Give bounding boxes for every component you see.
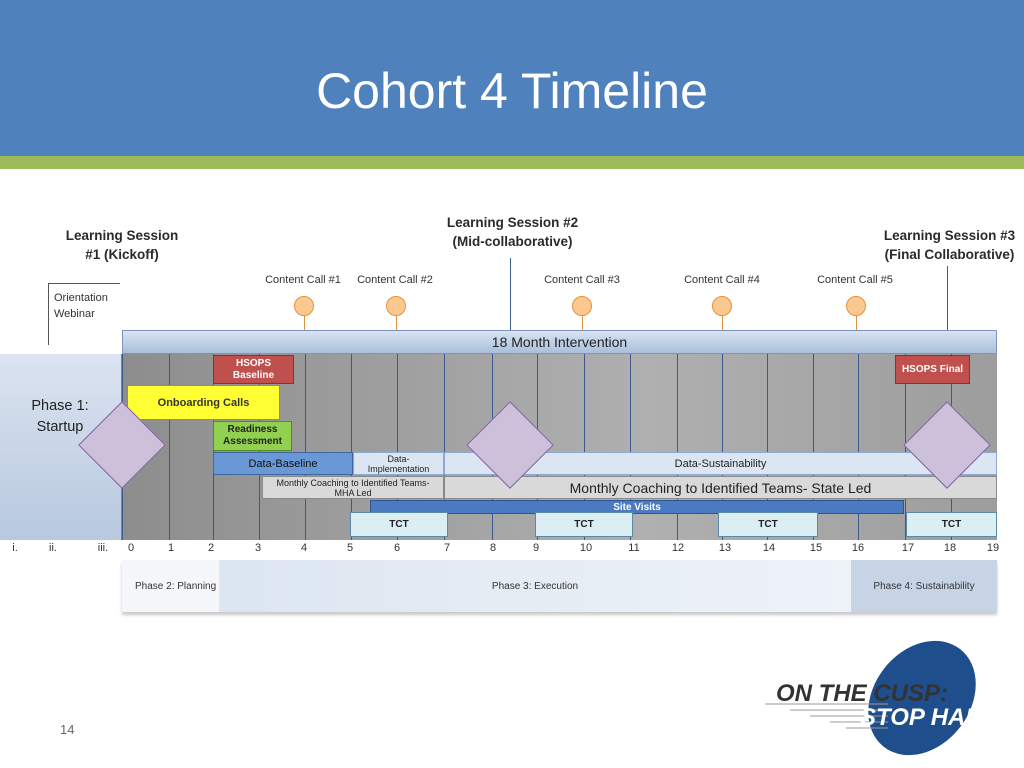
slide-title: Cohort 4 Timeline [316, 63, 708, 119]
logo-text-line2: STOP HAI [860, 704, 973, 731]
axis-tick: 1 [167, 542, 175, 554]
title-bar [0, 0, 1024, 156]
learning-session-2-line1: Learning Session #2 [446, 215, 579, 230]
learning-session-1-line2: #1 (Kickoff) [85, 247, 159, 262]
content-call-1-label: Content Call #1 [265, 274, 341, 286]
content-call-4-stem [722, 306, 723, 352]
content-call-3-label: Content Call #3 [544, 274, 620, 286]
phase-1-label: Phase 1: Startup [10, 396, 110, 438]
phase-3-execution: Phase 3: Execution [219, 560, 851, 612]
onboarding-calls-bar: Onboarding Calls [127, 385, 280, 420]
learning-session-2-label: Learning Session #2 (Mid-collaborative) [430, 213, 595, 251]
hsops-baseline-line2: Baseline [232, 369, 275, 381]
coaching-mha-bar: Monthly Coaching to Identified Teams-MHA… [262, 476, 444, 499]
grid-line [584, 354, 585, 540]
grid-line [813, 354, 814, 540]
content-call-3-marker [572, 296, 592, 316]
orientation-webinar: Orientation Webinar [48, 283, 120, 345]
learning-session-1-label: Learning Session #1 (Kickoff) [52, 226, 192, 264]
coaching-state-bar: Monthly Coaching to Identified Teams- St… [444, 476, 997, 499]
axis-tick: 15 [809, 542, 823, 554]
grid-line [305, 354, 306, 540]
axis-tick: 7 [443, 542, 451, 554]
logo-graphic [765, 640, 976, 756]
axis-tick: 17 [901, 542, 915, 554]
page-number: 14 [60, 722, 75, 737]
axis-tick: 2 [207, 542, 215, 554]
learning-session-3-line2: (Final Collaborative) [884, 247, 1015, 262]
content-call-4-marker [712, 296, 732, 316]
axis-tick: 11 [628, 542, 640, 554]
accent-rule [0, 156, 1024, 169]
grid-line [169, 354, 170, 540]
readiness-line2: Assessment [223, 436, 282, 447]
axis-tick: 18 [943, 542, 957, 554]
phase-1-line2: Startup [36, 419, 84, 435]
grid-line [677, 354, 678, 540]
hsops-baseline-line1: HSOPS [235, 357, 271, 369]
axis-tick: 19 [986, 542, 1000, 554]
axis-tick: i. [12, 542, 18, 554]
tct-bar-2: TCT [535, 512, 633, 537]
tct-bar-3: TCT [718, 512, 818, 537]
grid-line [767, 354, 768, 540]
grid-line [351, 354, 352, 540]
content-call-4-label: Content Call #4 [684, 274, 760, 286]
axis-tick: 5 [346, 542, 354, 554]
axis-tick: 14 [762, 542, 776, 554]
axis-tick: 16 [851, 542, 865, 554]
coaching-mha-line1: Monthly Coaching to Identified Teams- [276, 477, 430, 488]
axis-tick: 4 [300, 542, 308, 554]
axis-tick: 0 [127, 542, 135, 554]
axis-tick: 8 [489, 542, 497, 554]
phase-4-sustainability: Phase 4: Sustainability [851, 560, 997, 612]
tct-bar-1: TCT [350, 512, 448, 537]
data-implementation-bar: Data-Implementation [353, 452, 444, 475]
grid-line [722, 354, 723, 540]
grid-line [397, 354, 398, 540]
content-call-5-marker [846, 296, 866, 316]
axis-tick: 6 [393, 542, 401, 554]
data-baseline-bar: Data-Baseline [213, 452, 353, 475]
grid-line [444, 354, 445, 540]
tct-bar-4: TCT [906, 512, 997, 537]
orientation-line1: Orientation [54, 292, 108, 304]
learning-session-1-line1: Learning Session [65, 228, 179, 243]
learning-session-3-line1: Learning Session #3 [883, 228, 1016, 243]
axis-tick: 13 [718, 542, 732, 554]
data-impl-line1: Data- [387, 453, 410, 464]
content-call-5-label: Content Call #5 [817, 274, 893, 286]
logo-text-line1: ON THE CUSP: [776, 680, 949, 707]
phase-2-planning: Phase 2: Planning [122, 560, 219, 612]
data-sustainability-bar: Data-Sustainability [444, 452, 997, 475]
axis-tick: 3 [254, 542, 262, 554]
learning-session-2-line2: (Mid-collaborative) [452, 234, 573, 249]
content-call-2-label: Content Call #2 [357, 274, 433, 286]
content-call-5-stem [856, 306, 857, 352]
hsops-final-bar: HSOPS Final [895, 355, 970, 384]
grid-line [858, 354, 859, 540]
axis-tick: iii. [97, 542, 109, 554]
learning-session-3-label: Learning Session #3 (Final Collaborative… [872, 226, 1024, 264]
phase-1-line1: Phase 1: [31, 398, 89, 414]
axis-tick: 12 [671, 542, 685, 554]
readiness-line1: Readiness [227, 424, 278, 435]
on-the-cusp-logo: ON THE CUSP: STOP HAI [760, 640, 1000, 758]
content-call-1-marker [294, 296, 314, 316]
site-visits-bar: Site Visits [370, 500, 904, 514]
axis-tick: 9 [532, 542, 540, 554]
content-call-2-marker [386, 296, 406, 316]
axis-tick: 10 [579, 542, 593, 554]
axis-tick: ii. [49, 542, 57, 554]
intervention-bar: 18 Month Intervention [122, 330, 997, 354]
grid-line [630, 354, 631, 540]
data-impl-line2: Implementation [367, 463, 430, 474]
content-call-2-stem [396, 306, 397, 352]
coaching-mha-line2: MHA Led [334, 487, 372, 498]
orientation-line2: Webinar [54, 308, 95, 320]
content-call-3-stem [582, 306, 583, 352]
content-call-1-stem [304, 306, 305, 352]
